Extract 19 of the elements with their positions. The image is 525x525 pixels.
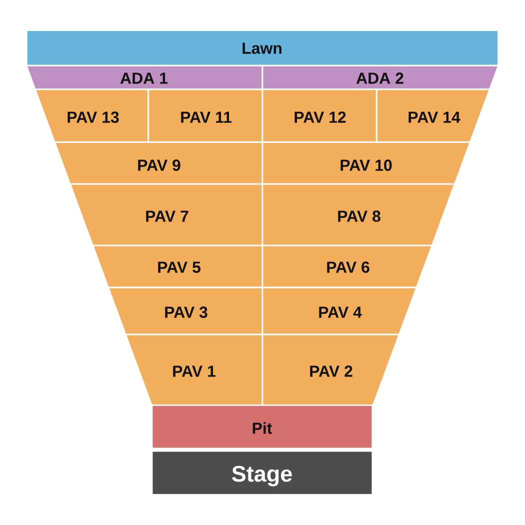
seating-section: PAV 14 [378, 90, 489, 142]
seating-section: PAV 4 [263, 288, 416, 334]
seating-section: ADA 1 [27, 66, 262, 88]
seating-section: PAV 6 [263, 246, 431, 287]
stage-block: Stage [152, 452, 372, 494]
seating-section: PAV 3 [109, 288, 262, 334]
seating-section: PAV 9 [56, 143, 262, 184]
seating-section: PAV 11 [149, 90, 262, 142]
seating-section: PAV 2 [263, 335, 398, 404]
pit-section: Pit [152, 406, 372, 448]
seating-section: ADA 2 [263, 66, 498, 88]
seating-section: PAV 10 [263, 143, 470, 184]
lawn-section: Lawn [27, 31, 498, 65]
seating-section: PAV 7 [71, 184, 262, 245]
seating-section: PAV 12 [263, 90, 376, 142]
seating-section: PAV 1 [126, 335, 262, 404]
seating-section: PAV 8 [263, 184, 454, 245]
seating-section: PAV 5 [94, 246, 262, 287]
seating-section: PAV 13 [36, 90, 148, 142]
